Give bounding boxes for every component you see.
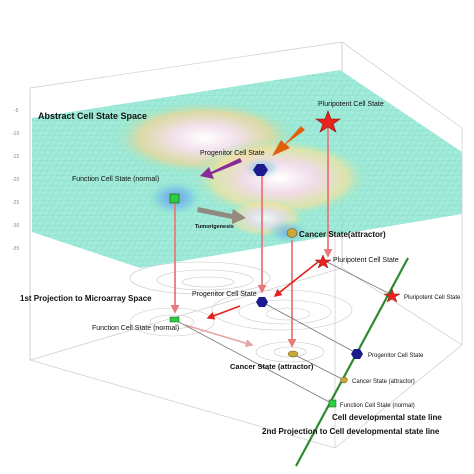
cancer-label: Cancer State(attractor)	[299, 230, 386, 239]
labels: Abstract Cell State Space Pluripotent Ce…	[20, 101, 461, 436]
z-tick: -35	[12, 246, 19, 252]
pluripotent-label: Pluripotent Cell State	[404, 295, 461, 301]
z-tick: -10	[12, 131, 19, 137]
progenitor-hexagon-icon	[253, 164, 268, 176]
projection-lines	[174, 260, 393, 405]
function-square-icon	[169, 316, 180, 323]
progenitor-hexagon-icon	[351, 349, 363, 359]
pluripotent-star-icon	[383, 288, 401, 303]
projection1-title: 1st Projection to Microarray Space	[20, 294, 152, 303]
pluripotent-label: Pluripotent Cell State	[318, 101, 384, 108]
z-tick: -20	[12, 177, 19, 183]
progenitor-to-function-arrow	[200, 158, 242, 179]
markers-line	[328, 288, 401, 408]
contour-plane	[129, 261, 353, 363]
cancer-ellipse-icon	[286, 228, 298, 238]
cancer-label: Cancer State (attractor)	[230, 362, 314, 371]
pluripotent-label: Pluripotent Cell State	[333, 257, 399, 264]
function-square-icon	[169, 193, 180, 204]
z-axis: -5 -10 -15 -20 -25 -30 -35	[12, 108, 19, 252]
surface-arrows	[197, 126, 305, 224]
pluripotent-star-icon	[315, 110, 341, 133]
z-tick: -25	[12, 200, 19, 206]
progenitor-hexagon-icon	[256, 297, 268, 307]
plane-arrows	[184, 261, 319, 348]
plane-arrow-progenitor	[206, 305, 241, 320]
markers-top	[169, 110, 341, 238]
function-label: Function Cell State (normal)	[72, 176, 159, 183]
progenitor-label: Progenitor Cell State	[368, 353, 424, 359]
cancer-label: Cancer State (attractor)	[352, 379, 415, 385]
landscape-peak	[190, 138, 370, 218]
tumorigenesis-label: Tumorigenesis	[195, 224, 234, 230]
dev-line-title: Cell developmental state line	[332, 413, 442, 422]
progenitor-label: Progenitor Cell State	[192, 291, 257, 298]
function-square-icon	[328, 399, 337, 408]
plane-arrow-tumorigenesis	[184, 324, 254, 348]
plane-arrow-pluripotent	[273, 261, 319, 297]
tumorigenesis-arrow	[197, 207, 246, 224]
progenitor-label: Progenitor Cell State	[200, 150, 265, 157]
landscape-surface	[32, 70, 462, 268]
z-tick: -5	[14, 108, 19, 114]
pluripotent-to-progenitor-arrow	[272, 126, 305, 156]
cancer-ellipse-icon	[340, 376, 348, 384]
projection2-title: 2nd Projection to Cell developmental sta…	[262, 427, 440, 436]
developmental-state-line	[295, 257, 409, 467]
z-tick: -15	[12, 154, 19, 160]
function-label: Function Cell State (normal)	[340, 403, 415, 409]
cancer-ellipse-icon	[287, 350, 299, 358]
pluripotent-star-icon	[314, 254, 332, 269]
z-tick: -30	[12, 223, 19, 229]
abstract-space-title: Abstract Cell State Space	[38, 111, 147, 121]
projection-arrows	[170, 128, 333, 348]
markers-mid	[169, 254, 332, 358]
function-label: Function Cell State (normal)	[92, 325, 179, 332]
